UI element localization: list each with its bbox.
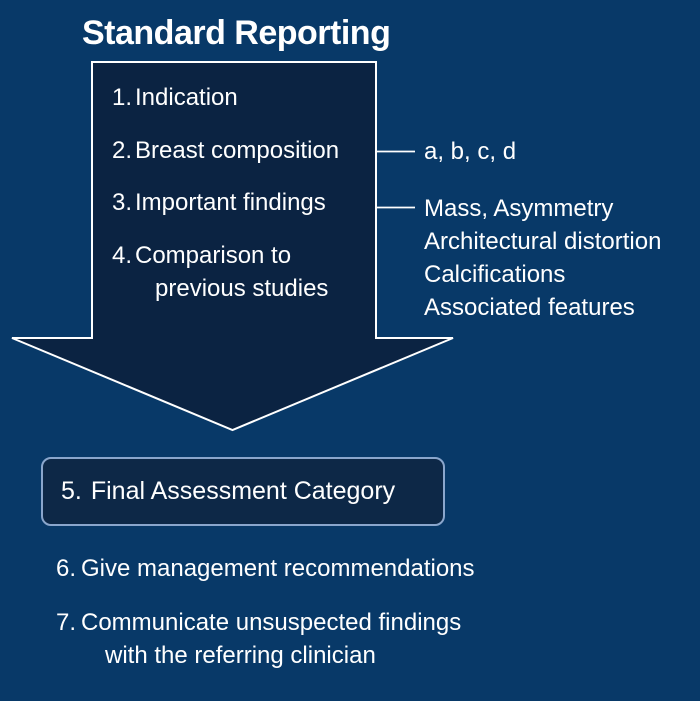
item-number: 1. [112,84,133,111]
page-title: Standard Reporting [82,14,391,52]
finding-type-line: Mass, Asymmetry [424,195,614,222]
final-assessment-box: 5. Final Assessment Category [41,457,445,526]
list-item-important-findings: 3. Important findings [112,186,326,219]
finding-type-line: Architectural distortion [424,228,662,255]
item-label: Indication [135,84,238,111]
item-label: Communicate unsuspected findings with th… [81,609,462,669]
annotation-finding-types: Mass, Asymmetry Architectural distortion… [424,192,661,324]
finding-type-line: Associated features [424,294,635,321]
item-label: Final Assessment Category [90,477,396,505]
item-label: Give management recommendations [81,555,475,582]
item-number: 6. [56,555,77,582]
item-number: 3. [112,189,133,216]
item-number: 7. [56,609,77,636]
item-number: 5. [61,477,82,505]
list-item-communicate-findings: 7. Communicate unsuspected findings with… [56,606,505,672]
item-label: Comparison to previous studies [135,242,329,302]
list-item-comparison: 4. Comparison to previous studies [112,239,345,305]
item-number: 2. [112,137,133,164]
item-label: Breast composition [135,137,340,164]
annotation-composition-categories: a, b, c, d [424,138,517,165]
item-number: 4. [112,242,133,269]
down-arrow-shape [11,61,454,432]
finding-type-line: Calcifications [424,261,566,288]
list-item-indication: 1. Indication [112,81,238,114]
list-item-breast-composition: 2. Breast composition [112,134,339,167]
item-label: Important findings [135,189,326,216]
list-item-management-recommendations: 6. Give management recommendations [56,552,475,585]
